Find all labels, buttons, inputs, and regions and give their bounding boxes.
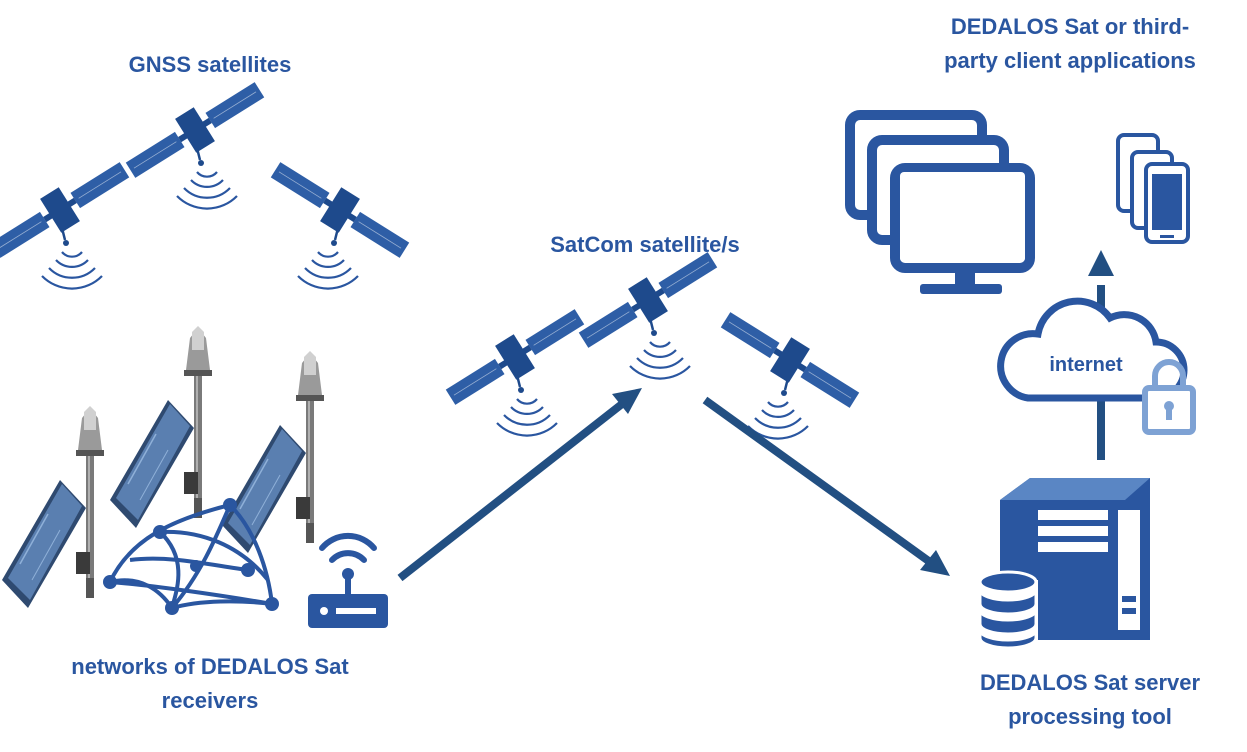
satellite-icon bbox=[438, 298, 592, 437]
satellite-icon bbox=[571, 241, 725, 380]
phone-stack bbox=[1116, 133, 1190, 244]
gnss-satellites-group bbox=[0, 71, 417, 290]
monitor-stack bbox=[845, 110, 1035, 294]
satellite-icon bbox=[118, 71, 272, 210]
satellite-icon bbox=[713, 301, 867, 440]
network-mesh-icon bbox=[103, 498, 279, 615]
arrow-icon bbox=[397, 388, 642, 582]
gnss-receiver-icon bbox=[221, 350, 325, 554]
internet-label: internet bbox=[1049, 354, 1123, 376]
satellite-icon bbox=[0, 151, 137, 290]
gnss-receiver-icon bbox=[109, 325, 213, 529]
client-applications-label: DEDALOS Sat or third- party client appli… bbox=[944, 14, 1196, 73]
receivers-group bbox=[1, 325, 325, 609]
server-label: DEDALOS Sat server processing tool bbox=[979, 670, 1201, 729]
gnss-receiver-icon bbox=[1, 405, 105, 609]
satcom-satellites-label: SatCom satellite/s bbox=[550, 232, 740, 257]
satcom-satellites-group bbox=[438, 241, 867, 440]
arrow-icon bbox=[702, 396, 950, 576]
satellite-icon bbox=[263, 151, 417, 290]
wifi-router-icon bbox=[308, 532, 388, 628]
gnss-satellites-label: GNSS satellites bbox=[128, 52, 292, 77]
cloud-icon bbox=[997, 297, 1188, 402]
smartphone-icon bbox=[1144, 162, 1190, 244]
networks-label: networks of DEDALOS Sat receivers bbox=[71, 654, 349, 713]
database-icon bbox=[978, 570, 1038, 650]
monitor-icon bbox=[890, 163, 1035, 294]
lock-icon bbox=[1142, 359, 1196, 435]
